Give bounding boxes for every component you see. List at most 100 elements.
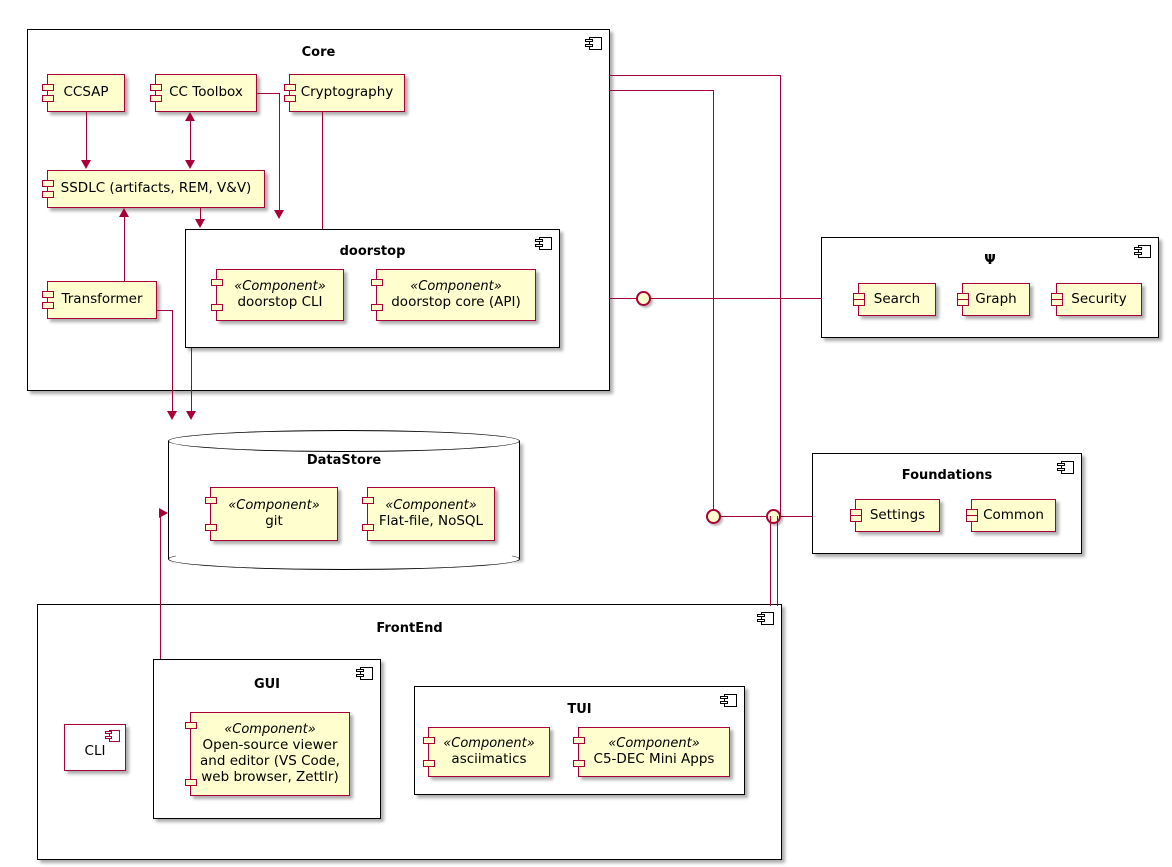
component-tab-icon bbox=[42, 302, 54, 309]
component-tab-icon bbox=[150, 95, 162, 102]
component-stereotype: «Component» bbox=[443, 736, 535, 752]
connector-doorstop-datastore bbox=[191, 348, 193, 413]
component-doorstop-core-api[interactable]: «Component» doorstop core (API) bbox=[371, 269, 536, 321]
component-tab-icon bbox=[362, 524, 374, 531]
component-settings[interactable]: Settings bbox=[850, 499, 940, 532]
component-tab-icon bbox=[211, 279, 223, 286]
interface-lollipop-foundations-right[interactable] bbox=[766, 509, 781, 524]
component-label: Cryptography bbox=[300, 84, 394, 101]
component-ccsap[interactable]: CCSAP bbox=[42, 74, 125, 112]
component-tab-icon bbox=[205, 497, 217, 504]
component-tab-icon bbox=[284, 84, 296, 91]
database-top bbox=[168, 430, 520, 452]
component-stereotype: «Component» bbox=[224, 722, 316, 738]
arrowhead-right bbox=[159, 508, 168, 518]
component-package-icon bbox=[535, 237, 552, 250]
component-label: asciimatics bbox=[451, 750, 527, 767]
component-tab-icon bbox=[42, 84, 54, 91]
component-security[interactable]: Security bbox=[1051, 283, 1142, 316]
component-tab-icon bbox=[1051, 299, 1063, 306]
package-foundations-title: Foundations bbox=[901, 468, 993, 483]
component-git[interactable]: «Component» git bbox=[205, 487, 338, 541]
component-tab-icon bbox=[284, 95, 296, 102]
component-label-line-2: and editor (VS Code, bbox=[200, 752, 340, 769]
database-datastore-title: DataStore bbox=[306, 453, 382, 468]
connector-bus-right-vertical bbox=[780, 75, 782, 516]
component-label-line-1: Open-source viewer bbox=[202, 736, 338, 753]
component-label: Graph bbox=[975, 290, 1017, 307]
component-tab-icon bbox=[42, 95, 54, 102]
component-package-icon bbox=[720, 694, 737, 707]
connector-bus-frontend-a bbox=[770, 516, 772, 606]
connector-core-psi bbox=[609, 298, 822, 300]
component-stereotype: «Component» bbox=[228, 498, 320, 514]
component-label: Flat-file, NoSQL bbox=[378, 512, 484, 529]
component-package-icon bbox=[356, 667, 373, 680]
interface-lollipop-core-psi[interactable] bbox=[636, 291, 651, 306]
database-bottom bbox=[168, 548, 520, 570]
connector-transformer-datastore-h bbox=[157, 310, 173, 312]
component-tab-icon bbox=[957, 299, 969, 306]
component-label: Transformer bbox=[61, 291, 143, 308]
component-tab-icon bbox=[371, 279, 383, 286]
component-label: git bbox=[265, 512, 283, 529]
component-tab-icon bbox=[185, 779, 197, 786]
component-label: C5-DEC Mini Apps bbox=[593, 750, 715, 767]
interface-lollipop-foundations-left[interactable] bbox=[706, 509, 721, 524]
component-package-icon bbox=[757, 612, 774, 625]
component-tab-icon bbox=[185, 722, 197, 729]
component-graph[interactable]: Graph bbox=[957, 283, 1030, 316]
component-search[interactable]: Search bbox=[853, 283, 936, 316]
package-gui-title: GUI bbox=[253, 677, 281, 692]
component-label: doorstop core (API) bbox=[391, 293, 521, 310]
component-tab-icon bbox=[211, 304, 223, 311]
component-transformer[interactable]: Transformer bbox=[42, 281, 157, 319]
component-stereotype: «Component» bbox=[410, 279, 502, 295]
component-label: Common bbox=[983, 506, 1044, 523]
component-flatfile-nosql[interactable]: «Component» Flat-file, NoSQL bbox=[362, 487, 495, 541]
component-package-icon bbox=[1057, 461, 1074, 474]
arrowhead-down bbox=[274, 210, 284, 219]
component-tab-icon bbox=[42, 180, 54, 187]
connector-bus-middle-vertical bbox=[713, 90, 715, 516]
connector-transformer-ssdlc bbox=[124, 217, 126, 281]
component-doorstop-cli[interactable]: «Component» doorstop CLI bbox=[211, 269, 344, 321]
connector-transformer-datastore-v bbox=[172, 310, 174, 413]
package-doorstop-title: doorstop bbox=[339, 244, 406, 259]
component-cryptography[interactable]: Cryptography bbox=[284, 74, 405, 112]
component-tab-icon bbox=[850, 515, 862, 522]
component-package-icon bbox=[585, 37, 602, 50]
component-label-line-3: web browser, Zettlr) bbox=[201, 768, 339, 785]
component-label: CLI bbox=[84, 742, 106, 759]
component-tab-icon bbox=[42, 291, 54, 298]
component-common[interactable]: Common bbox=[966, 499, 1056, 532]
component-label: Search bbox=[873, 290, 921, 307]
arrowhead-down bbox=[185, 160, 195, 169]
component-open-source-viewer-editor[interactable]: «Component» Open-source viewer and edito… bbox=[185, 712, 350, 796]
package-frontend-title: FrontEnd bbox=[376, 621, 443, 636]
component-label: CCSAP bbox=[63, 84, 109, 101]
component-cc-toolbox[interactable]: CC Toolbox bbox=[150, 74, 257, 112]
component-label: Settings bbox=[869, 506, 926, 523]
component-tab-icon bbox=[966, 515, 978, 522]
component-tab-icon bbox=[205, 524, 217, 531]
connector-core-bus-top bbox=[609, 75, 781, 77]
component-tab-icon bbox=[853, 299, 865, 306]
component-asciimatics[interactable]: «Component» asciimatics bbox=[423, 727, 550, 777]
component-tab-icon bbox=[573, 737, 585, 744]
component-stereotype: «Component» bbox=[234, 279, 326, 295]
component-cli[interactable]: CLI bbox=[64, 724, 126, 771]
connector-bus-frontend-b bbox=[777, 516, 779, 606]
component-stereotype: «Component» bbox=[385, 498, 477, 514]
package-core-title: Core bbox=[301, 45, 336, 60]
component-tab-icon bbox=[573, 760, 585, 767]
component-c5dec-mini-apps[interactable]: «Component» C5-DEC Mini Apps bbox=[573, 727, 730, 777]
package-tui-title: TUI bbox=[567, 702, 592, 717]
connector-gui-datastore-v bbox=[160, 513, 162, 659]
component-label: CC Toolbox bbox=[169, 84, 243, 101]
component-tab-icon bbox=[423, 737, 435, 744]
arrowhead-down bbox=[167, 411, 177, 420]
connector-cctoolbox-doorstop-v bbox=[279, 93, 281, 212]
component-ssdlc[interactable]: SSDLC (artifacts, REM, V&V) bbox=[42, 170, 265, 208]
